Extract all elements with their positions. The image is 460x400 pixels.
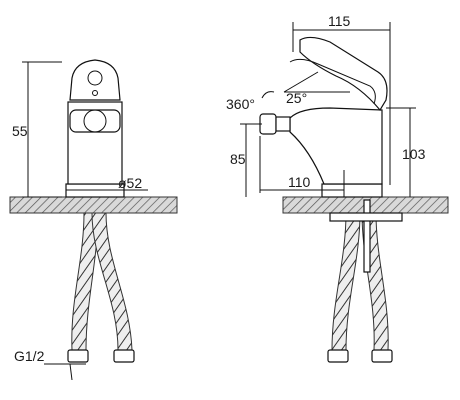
side-stud: [363, 199, 371, 273]
side-nozzle-neck: [275, 116, 291, 132]
side-nozzle: [259, 113, 277, 135]
side-view: 115 360° 25° 85 110 103: [226, 13, 449, 363]
side-lever-tilted: [289, 58, 376, 105]
side-nut-right: [371, 349, 393, 363]
front-ring-circle: [83, 109, 107, 133]
front-ring: [69, 109, 121, 133]
dim-base-diameter: ø52: [118, 175, 142, 191]
dim-thread: G1/2: [14, 348, 45, 364]
front-countertop: [9, 196, 178, 214]
front-hose-right: [91, 212, 133, 351]
side-lever: [299, 36, 388, 112]
dim-front-height: 55: [12, 123, 28, 139]
front-lever-hole: [87, 70, 103, 86]
front-nut-right: [113, 349, 135, 363]
side-body: [289, 107, 383, 185]
dim-total-height: 103: [402, 146, 426, 162]
dim-spout-reach: 110: [288, 174, 311, 190]
dim-nozzle-height: 85: [230, 151, 246, 167]
side-fixing-plate: [329, 212, 403, 222]
rotation-arc: [261, 91, 275, 99]
front-view: 55 ø52 G1/2: [9, 59, 178, 381]
front-lever-dot: [92, 90, 98, 96]
front-lever: [69, 59, 121, 101]
front-nut-left: [67, 349, 89, 363]
side-nut-left: [327, 349, 349, 363]
dim-overall-length: 115: [328, 13, 351, 29]
dim-rotation: 360°: [226, 96, 255, 112]
dim-lever-angle: 25°: [286, 90, 307, 106]
side-hose-left: [331, 212, 361, 351]
